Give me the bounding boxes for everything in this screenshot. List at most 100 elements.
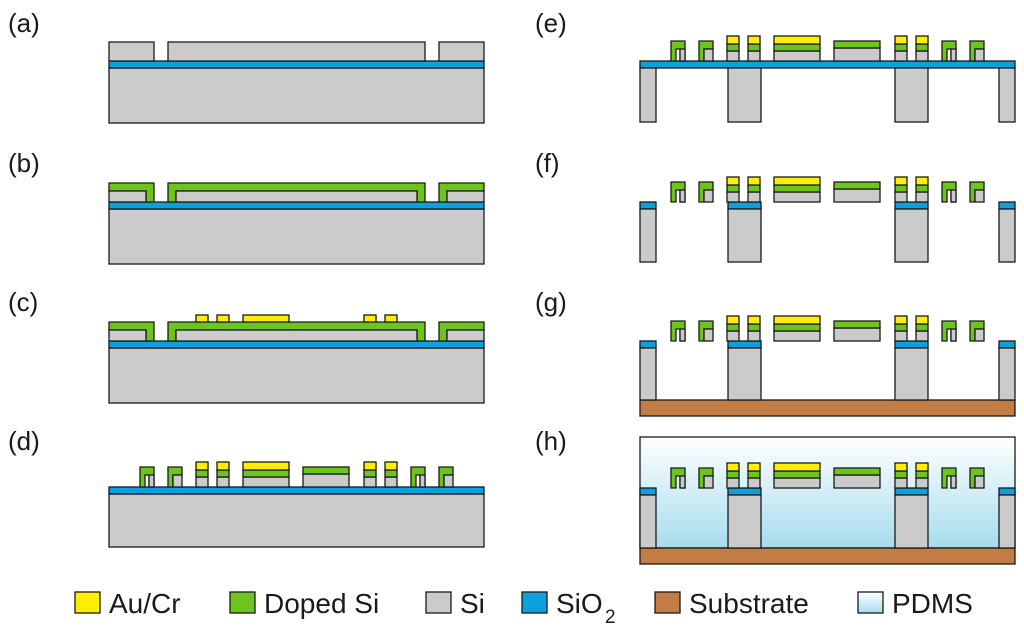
doped-si-layer [833, 320, 881, 329]
si-layer [773, 50, 821, 62]
si-layer [703, 48, 714, 62]
si-support-pillar [727, 208, 762, 263]
si-layer [679, 328, 686, 342]
panel-label-e: (e) [535, 8, 567, 38]
si-handle-layer [108, 493, 485, 548]
si-device-segment [446, 329, 485, 342]
doped-si-layer [833, 40, 881, 49]
au-cr-pad [195, 461, 209, 471]
au-cr-pad [216, 461, 230, 471]
si-support-pillar [639, 494, 657, 549]
doped-si-layer [726, 470, 740, 479]
si-layer [950, 48, 957, 62]
si-support-pillar [894, 347, 929, 401]
sio2-layer [894, 487, 929, 496]
panel-c-cross-section [108, 314, 485, 404]
device-structures [670, 35, 985, 62]
doped-si-layer [915, 323, 929, 332]
si-support-pillar [998, 347, 1016, 401]
si-beam [216, 476, 230, 488]
legend-item-sio2: SiO 2 [521, 588, 616, 628]
au-cr-pad [773, 35, 821, 45]
doped-si-layer [773, 323, 821, 332]
au-cr-pad [894, 35, 908, 45]
au-cr-pad [384, 461, 398, 471]
si-device-segment [108, 329, 147, 342]
doped-si-beam [242, 469, 290, 478]
legend: Au/Cr Doped Si Si SiO 2 Substrate PDMS [74, 588, 973, 628]
legend-label-pdms: PDMS [892, 588, 973, 619]
panel-h-cross-section [639, 436, 1016, 565]
si-layer [726, 330, 740, 342]
legend-label-sio2: SiO [556, 588, 603, 619]
si-device-segment [446, 190, 485, 203]
legend-swatch-si [425, 591, 452, 614]
doped-si-layer [747, 43, 761, 52]
au-cr-layer [726, 462, 740, 472]
au-cr-layer [726, 176, 740, 186]
au-cr-pad [915, 35, 929, 45]
panel-f-cross-section [639, 176, 1016, 263]
si-layer [833, 188, 881, 203]
au-cr-pad [384, 314, 398, 323]
si-layer [974, 189, 985, 203]
panel-label-h: (h) [535, 426, 567, 456]
au-cr-layer [894, 315, 908, 325]
si-device-segment [175, 190, 418, 203]
legend-item-si: Si [425, 588, 485, 619]
doped-si-layer [894, 184, 908, 193]
panel-e-cross-section [639, 35, 1016, 123]
sio2-layer [108, 60, 485, 69]
si-layer [894, 330, 908, 342]
si-layer [773, 191, 821, 203]
si-support-pillar [894, 67, 929, 123]
si-layer [148, 474, 155, 488]
doped-si-layer [773, 184, 821, 193]
si-layer [172, 474, 183, 488]
si-layer [703, 189, 714, 203]
si-support-pillar [639, 347, 657, 401]
doped-si-layer [773, 470, 821, 479]
si-support-pillar [894, 494, 929, 549]
embedded-structures [670, 462, 985, 489]
doped-si-layer [773, 43, 821, 52]
panel-d-cross-section [108, 461, 485, 548]
legend-item-substrate: Substrate [654, 588, 809, 619]
si-layer [773, 477, 821, 489]
au-cr-pad [242, 314, 290, 323]
si-layer [679, 475, 686, 489]
si-support-pillar [998, 208, 1016, 263]
si-support-pillar [894, 208, 929, 263]
doped-si-layer [833, 181, 881, 190]
au-cr-layer [894, 462, 908, 472]
sio2-layer [727, 340, 762, 349]
si-layer [915, 191, 929, 203]
panel-label-f: (f) [535, 148, 560, 178]
au-cr-layer [747, 176, 761, 186]
si-layer [726, 477, 740, 489]
doped-si-layer [894, 43, 908, 52]
sio2-layer [639, 487, 657, 496]
si-device-segment [438, 41, 485, 62]
si-layer [950, 189, 957, 203]
sio2-layer [998, 340, 1016, 349]
si-support-pillar [998, 67, 1016, 123]
si-support-pillar [727, 347, 762, 401]
si-support-pillar [727, 67, 762, 123]
si-support-pillar [727, 494, 762, 549]
au-cr-pad [363, 314, 377, 323]
panel-g-cross-section [639, 315, 1016, 417]
au-cr-pad [242, 461, 290, 471]
doped-si-layer [894, 470, 908, 479]
sio2-layer [998, 487, 1016, 496]
doped-si-beam [363, 469, 377, 478]
si-support-pillar [998, 494, 1016, 549]
si-beam [302, 473, 350, 488]
sio2-layer [998, 201, 1016, 210]
released-structures [670, 315, 985, 342]
au-cr-layer [773, 462, 821, 472]
legend-label-si: Si [460, 588, 485, 619]
au-cr-layer [747, 462, 761, 472]
si-layer [747, 191, 761, 203]
